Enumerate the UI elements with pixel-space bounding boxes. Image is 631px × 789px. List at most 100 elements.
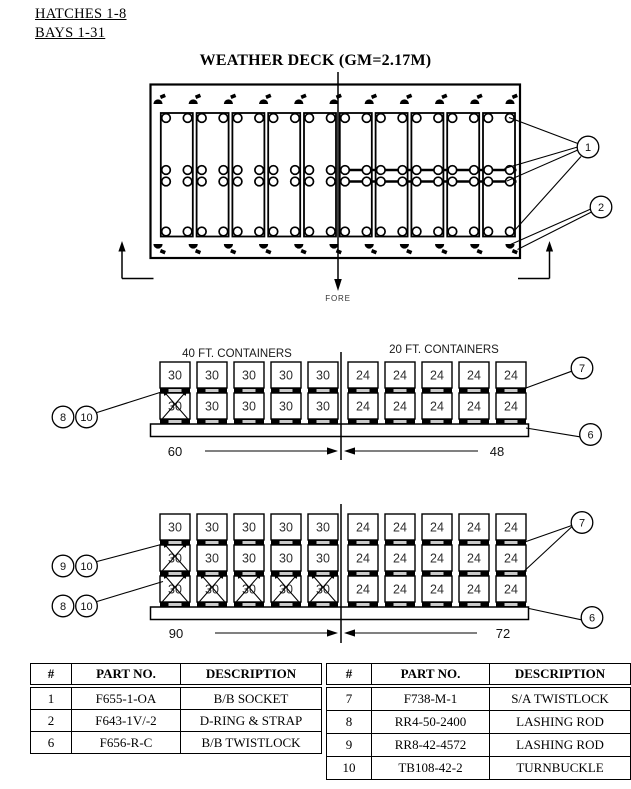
twistlock-fitting	[430, 389, 444, 392]
socket-circle	[375, 164, 386, 176]
container-box	[495, 544, 527, 572]
socket-circle	[447, 164, 458, 176]
socket-circle	[468, 176, 480, 187]
twistlock-fitting	[205, 420, 219, 423]
d-ring-icon	[153, 93, 166, 104]
socket-circle	[289, 176, 301, 187]
socket-circle	[232, 112, 243, 124]
socket-circle	[196, 112, 207, 124]
container-weight-label: 30	[279, 400, 293, 414]
socket-circle	[196, 226, 207, 237]
container-box	[347, 361, 379, 389]
twistlock-fitting	[242, 420, 256, 423]
twistlock-fitting	[316, 541, 330, 544]
container-weight-label: 30	[168, 583, 182, 597]
part-index: 7	[326, 685, 372, 711]
container-box	[347, 575, 379, 603]
socket-circle	[433, 112, 444, 124]
socket-circle	[483, 226, 494, 237]
twistlock-fitting	[279, 603, 293, 606]
part-description: S/A TWISTLOCK	[489, 685, 631, 711]
deck-plan: FORE 1	[118, 72, 613, 303]
part-description: B/B TWISTLOCK	[180, 731, 322, 754]
container-box	[384, 575, 416, 603]
part-description: D-RING & STRAP	[180, 709, 322, 732]
container-weight-label: 30	[168, 552, 182, 566]
twistlock-fitting	[430, 541, 444, 544]
container-box	[270, 361, 302, 389]
socket-circle	[304, 226, 315, 237]
socket-circle	[339, 226, 351, 237]
parts-table-right-header: #PART NO.DESCRIPTION	[326, 663, 631, 688]
deck-container-slots	[153, 93, 518, 255]
container-weight-label: 24	[393, 521, 407, 535]
container-box	[233, 544, 265, 572]
container-box	[196, 544, 228, 572]
callout-1-socket: 1	[504, 116, 600, 231]
container-box	[196, 361, 228, 389]
container-slot	[303, 112, 337, 238]
container-box	[421, 513, 453, 541]
part-index: 6	[30, 731, 72, 754]
twistlock-fitting	[279, 389, 293, 392]
socket-circle	[268, 176, 279, 187]
stack1-dimensions: 60 48	[168, 444, 504, 459]
container-box	[495, 361, 527, 389]
lashing-rod	[199, 573, 225, 602]
container-box	[458, 544, 490, 572]
part-description: TURNBUCKLE	[489, 756, 631, 780]
d-ring-icon	[294, 244, 307, 255]
container-weight-label: 30	[316, 583, 330, 597]
container-box	[307, 392, 339, 420]
part-number: F656-R-C	[71, 731, 181, 754]
twistlock-fitting	[316, 572, 330, 575]
lashing-rod	[162, 542, 188, 571]
container-weight-label: 30	[279, 552, 293, 566]
twistlock-fitting	[393, 603, 407, 606]
callout-7-number: 7	[579, 518, 585, 530]
part-number: RR4-50-2400	[370, 710, 491, 734]
part-index: 10	[326, 756, 372, 780]
fore-arrowhead	[334, 279, 342, 291]
container-weight-label: 24	[356, 552, 370, 566]
container-weight-label: 24	[356, 521, 370, 535]
container-weight-label: 30	[279, 369, 293, 383]
twistlock-fitting	[242, 572, 256, 575]
socket-circle	[468, 112, 480, 124]
container-weight-label: 30	[205, 583, 219, 597]
socket-circle	[232, 176, 243, 187]
container-box	[384, 392, 416, 420]
twistlock-fitting	[316, 603, 330, 606]
container-weight-label: 24	[430, 552, 444, 566]
socket-circle	[433, 226, 444, 237]
socket-circle	[447, 176, 458, 187]
page-title: WEATHER DECK (GM=2.17M)	[199, 52, 432, 69]
socket-circle	[339, 112, 351, 124]
socket-circle	[218, 112, 229, 124]
d-ring-icon	[329, 244, 342, 255]
container-slot	[374, 112, 409, 238]
socket-circle	[361, 164, 372, 176]
container-weight-label: 30	[316, 400, 330, 414]
dim-60: 60	[168, 444, 182, 459]
twistlock-fitting	[316, 389, 330, 392]
label-40ft-containers: 40 FT. CONTAINERS	[182, 348, 292, 360]
container-weight-label: 24	[467, 369, 481, 383]
callout-8-number: 8	[60, 601, 66, 613]
aft-direction-mark-left	[118, 241, 154, 280]
container-box	[458, 575, 490, 603]
socket-circle	[325, 112, 336, 124]
container-box	[270, 544, 302, 572]
d-ring-icon	[364, 244, 378, 255]
socket-circle	[160, 226, 172, 237]
container-weight-label: 24	[393, 583, 407, 597]
d-ring-icon	[329, 93, 342, 104]
stack1-callout-7: 7	[520, 356, 594, 391]
socket-circle	[254, 164, 265, 176]
callout-2-number: 2	[598, 202, 604, 214]
